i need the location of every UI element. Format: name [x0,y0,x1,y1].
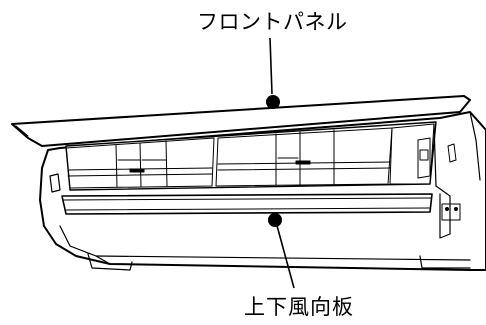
left-latch [49,173,61,193]
front-panel-dot [266,95,280,109]
left-filter [65,137,215,189]
right-filter [215,127,393,187]
internal-box [389,123,435,185]
louver-dot [268,213,282,227]
front-panel-label: フロントパネル [197,10,348,34]
louver-leader [275,221,295,289]
louver-label: 上下風向板 [244,295,354,319]
front-panel-leader [269,37,273,95]
louver-vane [61,193,433,215]
